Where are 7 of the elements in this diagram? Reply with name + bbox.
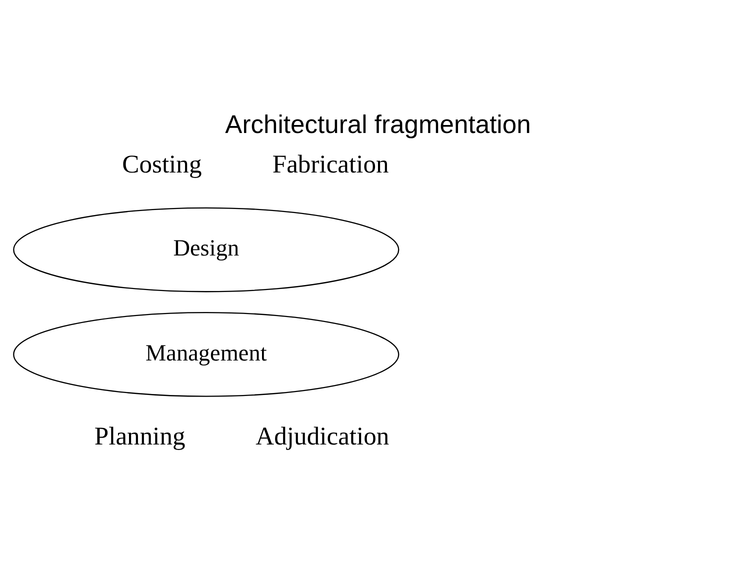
label: Costing	[122, 149, 202, 178]
label: Adjudication	[255, 421, 389, 450]
label: Planning	[94, 421, 185, 450]
node-ellipse: Management	[12, 312, 399, 396]
node-ellipse: Design	[12, 206, 399, 292]
diagram-title: Architectural fragmentation	[224, 110, 530, 138]
label: Fabrication	[272, 149, 388, 178]
